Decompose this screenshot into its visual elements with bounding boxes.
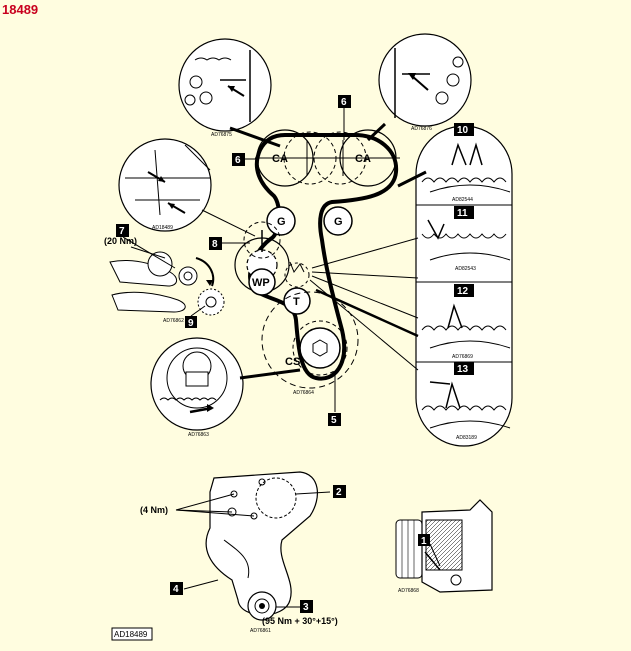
- detail-13-ref: AD83189: [456, 435, 477, 441]
- svg-text:4: 4: [173, 584, 179, 595]
- cover-drawing: AD76861: [205, 471, 318, 634]
- detail-10-ref: AD82544: [452, 197, 473, 203]
- tool-drawing: AD76868: [395, 499, 493, 594]
- svg-text:13: 13: [457, 364, 469, 375]
- tensioner-label: T: [293, 296, 300, 308]
- callout-5: 5: [328, 413, 341, 426]
- svg-text:2: 2: [336, 487, 342, 498]
- main-ref: AD76864: [293, 390, 314, 396]
- svg-text:11: 11: [457, 208, 468, 219]
- guide-right-label: G: [334, 216, 343, 228]
- tensioner-detail-ref: AD76862: [163, 318, 184, 324]
- tensioner-pulley: T: [283, 287, 311, 315]
- callout-8: 8: [209, 237, 222, 250]
- callout-4: 4: [170, 582, 183, 595]
- callout-7: 7: [116, 224, 129, 237]
- cam-left-ref: AD76875: [211, 132, 232, 138]
- svg-text:7: 7: [119, 226, 125, 237]
- detail-cam-left: AD76875: [178, 38, 272, 138]
- figure-reference: 18489: [2, 2, 39, 17]
- camshaft-left-label: CA: [272, 153, 288, 165]
- callout-1: 1: [418, 534, 430, 547]
- guide-pulley-left: G: [266, 206, 296, 236]
- crankshaft-pulley: [299, 327, 341, 369]
- detail-belt-mark: AD18489: [118, 138, 212, 232]
- detail-11-ref: AD82543: [455, 266, 476, 272]
- belt-mark-ref: AD18489: [152, 225, 173, 231]
- callout-3: 3: [300, 600, 313, 613]
- crank-gear-ref: AD76863: [188, 432, 209, 438]
- tensioner-torque-text: (20 Nm): [104, 236, 137, 246]
- callout-6-left: 6: [232, 153, 245, 166]
- svg-text:6: 6: [341, 97, 347, 108]
- svg-text:6: 6: [235, 155, 241, 166]
- footer-reference: AD18489: [111, 627, 153, 641]
- detail-cam-right: AD76876: [378, 33, 472, 132]
- timing-belt: [248, 133, 399, 381]
- svg-text:10: 10: [457, 125, 469, 136]
- cover-ref: AD76861: [250, 628, 271, 634]
- water-pump: WP: [248, 268, 276, 296]
- svg-text:8: 8: [212, 239, 218, 250]
- detail-tensioner-hands: AD76862: [109, 251, 225, 324]
- svg-text:5: 5: [331, 415, 337, 426]
- svg-text:1: 1: [421, 536, 427, 547]
- crank-torque-text: (95 Nm + 30°+15°): [262, 616, 338, 626]
- crankshaft-label: CS: [285, 356, 300, 368]
- detail-crank-gear: AD76863: [150, 337, 244, 438]
- callout-9: 9: [185, 316, 197, 329]
- water-pump-label: WP: [252, 277, 270, 289]
- cam-right-ref: AD76876: [411, 126, 432, 132]
- footer-ref-text: AD18489: [114, 630, 148, 639]
- callout-10: 10: [454, 123, 474, 136]
- callout-13: 13: [454, 362, 474, 375]
- svg-text:9: 9: [188, 318, 194, 329]
- callout-6-top: 6: [338, 95, 351, 108]
- cover-torque-text: (4 Nm): [140, 505, 168, 515]
- camshaft-right-label: CA: [355, 153, 371, 165]
- detail-12-ref: AD76869: [452, 354, 473, 360]
- callout-2: 2: [333, 485, 346, 498]
- guide-left-label: G: [277, 216, 286, 228]
- callout-12: 12: [454, 284, 474, 297]
- svg-text:3: 3: [303, 602, 309, 613]
- svg-text:12: 12: [457, 286, 469, 297]
- callout-11: 11: [454, 206, 474, 219]
- guide-pulley-right: G: [323, 206, 353, 236]
- tool-ref: AD76868: [398, 588, 419, 594]
